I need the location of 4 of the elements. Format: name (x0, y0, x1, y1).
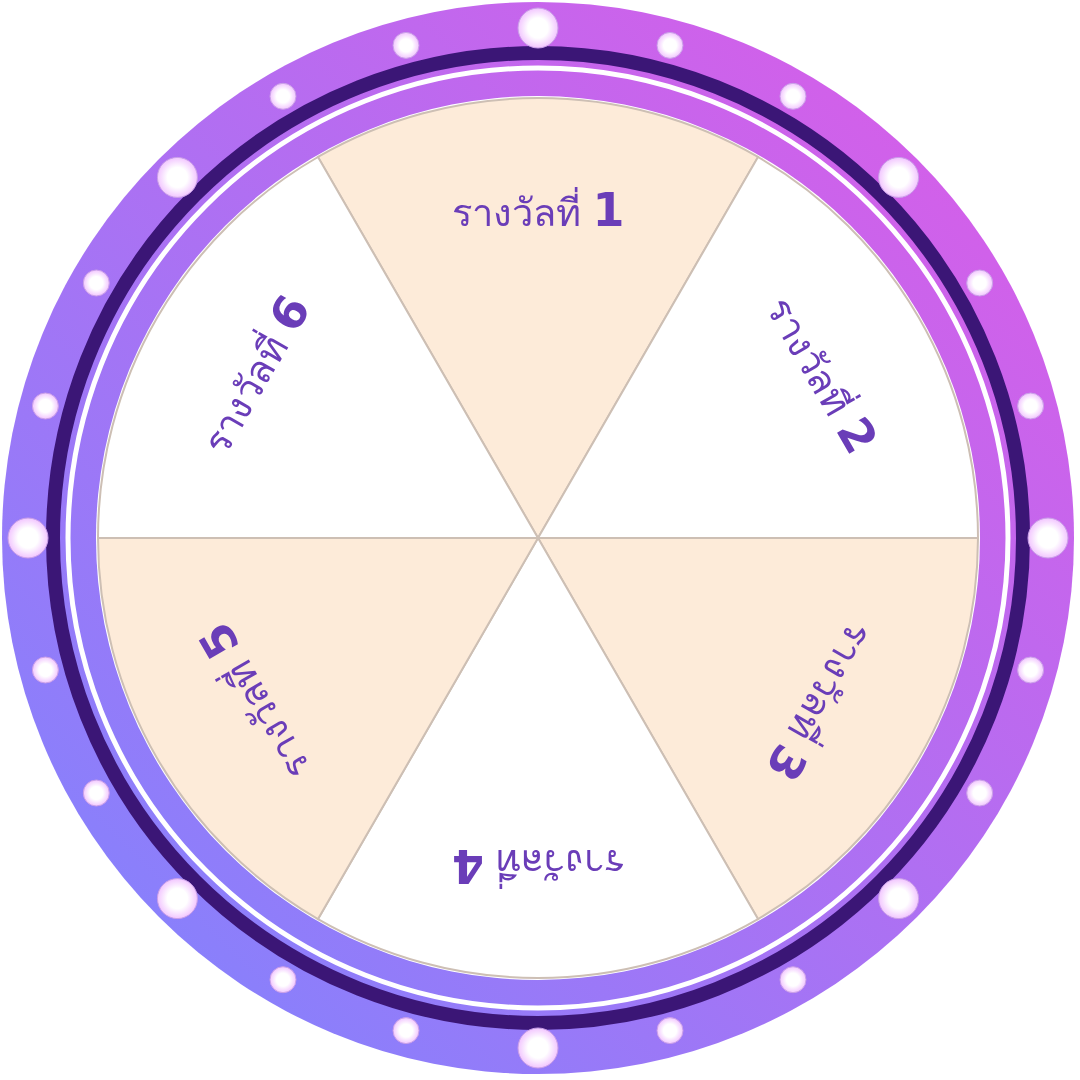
prize-label: รางวัลที่ 1 (451, 181, 625, 239)
prize-label: รางวัลที่ 4 (451, 838, 625, 895)
wheel-segment (318, 538, 758, 978)
wheel-segment (318, 98, 758, 538)
